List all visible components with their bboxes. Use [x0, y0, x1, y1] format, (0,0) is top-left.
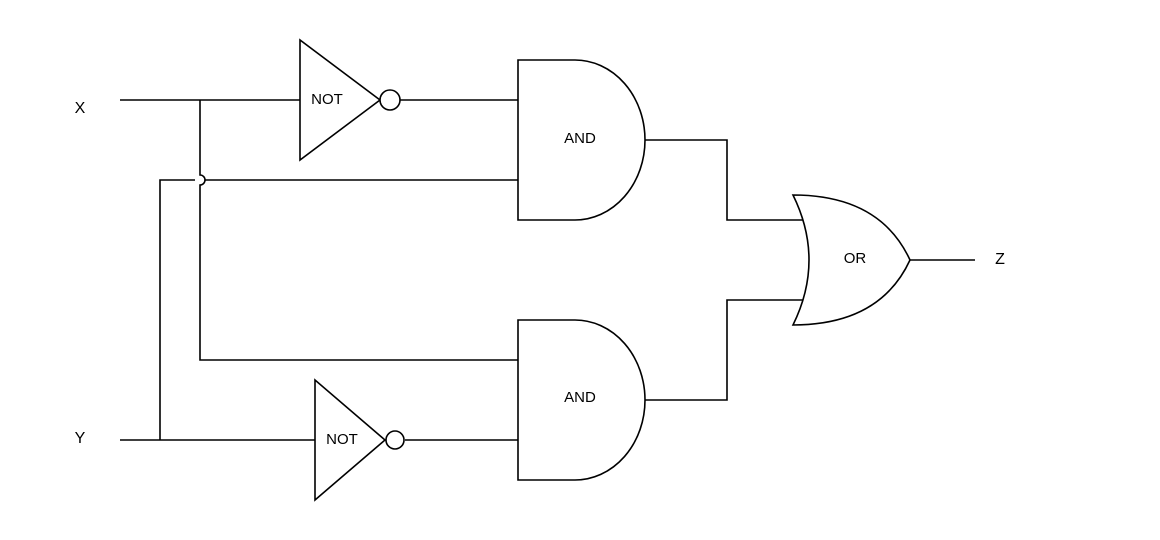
not-gate-top: NOT: [299, 38, 401, 162]
input-y-label: Y: [75, 430, 86, 447]
not-gate-bottom-bubble: [385, 430, 405, 450]
and-gate-bottom: AND: [517, 319, 646, 481]
not-gate-bottom-label: NOT: [326, 431, 358, 448]
wire-and-bottom-to-or: [645, 299, 808, 401]
or-gate: OR: [791, 194, 911, 326]
and-gate-bottom-label: AND: [564, 389, 596, 406]
not-gate-bottom: NOT: [314, 378, 405, 502]
and-gate-top-body: [517, 59, 646, 221]
and-gate-bottom-body: [517, 319, 646, 481]
not-gate-bottom-body: [314, 378, 387, 502]
wire-and-top-to-or: [645, 139, 808, 221]
not-gate-top-body: [299, 38, 382, 162]
wire-x-branch-to-and-bottom: [199, 100, 518, 361]
not-gate-top-label: NOT: [311, 91, 343, 108]
wire-y-branch-to-and-top: [159, 179, 518, 440]
and-gate-top-label: AND: [564, 130, 596, 147]
or-gate-body: [791, 194, 911, 326]
output-z-label: Z: [995, 251, 1005, 268]
wires: [120, 99, 975, 441]
and-gate-top: AND: [517, 59, 646, 221]
input-x-label: X: [75, 100, 86, 117]
or-gate-label: OR: [844, 250, 867, 267]
not-gate-top-bubble: [379, 89, 401, 111]
